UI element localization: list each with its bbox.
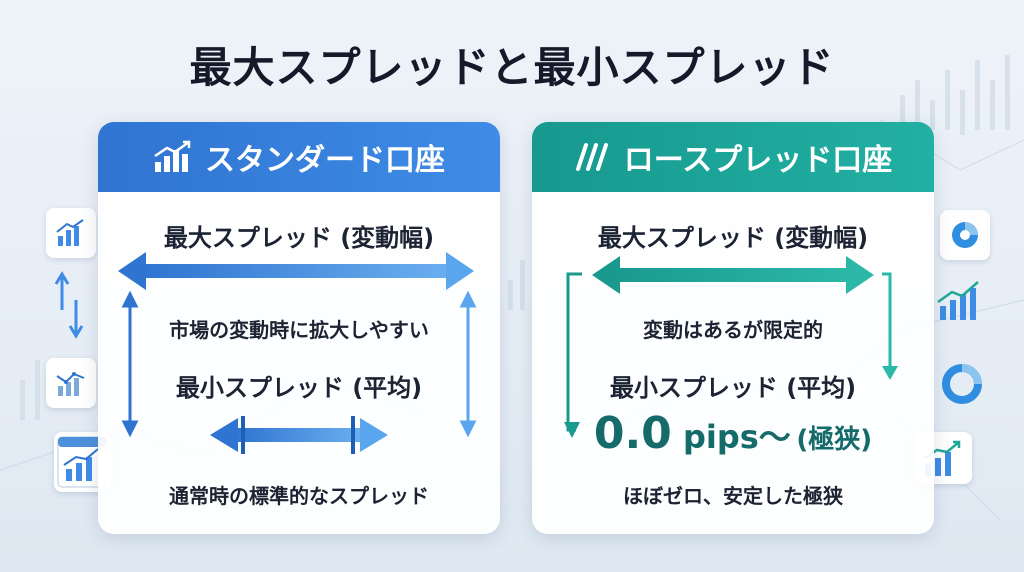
min-spread-arrow	[210, 416, 388, 454]
standard-spread-arrows	[118, 252, 477, 454]
double-slash-icon	[575, 143, 608, 171]
lowspread-max-heading: 最大スプレッド (変動幅)	[597, 224, 869, 252]
standard-account-card: スタンダード口座 最大スプレッド	[98, 122, 500, 534]
max-spread-arrow-teal	[592, 256, 874, 294]
bar-trend-icon	[936, 278, 982, 324]
standard-max-desc: 市場の変動時に拡大しやすい	[169, 318, 429, 342]
bar-chart-icon	[46, 208, 96, 258]
lowspread-max-desc: 変動はあるが限定的	[643, 318, 823, 342]
bracket-right	[882, 272, 892, 370]
min-value-note: (極狭)	[796, 425, 873, 455]
lowspread-min-desc: ほぼゼロ、安定した極狭	[623, 484, 843, 508]
up-down-arrows-icon	[52, 270, 88, 340]
pie-chart-icon	[940, 210, 990, 260]
standard-min-desc: 通常時の標準的なスプレッド	[169, 484, 429, 508]
lowspread-account-card: ロースプレッド口座 最大スプレッド (変動幅) 変動はあるが限定的 最小スプレッ…	[532, 122, 934, 534]
standard-min-heading: 最小スプレッド (平均)	[175, 374, 423, 402]
lowspread-card-header: ロースプレッド口座	[532, 122, 934, 192]
standard-max-heading: 最大スプレッド (変動幅)	[163, 224, 435, 252]
chart-up-icon	[154, 140, 191, 172]
lowspread-card-title: ロースプレッド口座	[623, 143, 893, 178]
page-title: 最大スプレッドと最小スプレッド	[189, 43, 835, 92]
vertical-range-arrows	[121, 290, 139, 438]
min-value-unit: pips〜	[671, 418, 791, 456]
donut-chart-icon	[940, 362, 984, 406]
lowspread-min-heading: 最小スプレッド (平均)	[609, 374, 857, 402]
lowspread-spread-arrows	[564, 256, 898, 438]
min-value-number: 0.0	[593, 408, 672, 459]
bracket-left	[566, 272, 582, 432]
lowspread-min-value: 0.0 pips〜 (極狭)	[532, 408, 934, 459]
line-chart-icon	[46, 358, 96, 408]
standard-card-header: スタンダード口座	[98, 122, 500, 192]
standard-card-title: スタンダード口座	[205, 143, 445, 178]
max-spread-arrow	[118, 252, 474, 290]
